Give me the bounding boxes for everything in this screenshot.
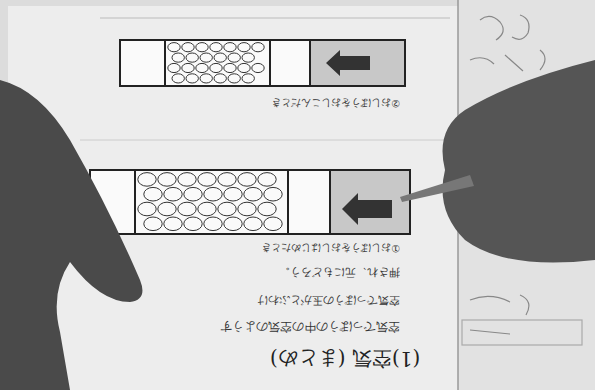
air-particle	[228, 74, 240, 83]
push-rod	[330, 170, 410, 234]
air-particle	[200, 74, 212, 83]
syringe-tube	[120, 40, 405, 86]
air-particle	[238, 202, 256, 216]
air-particle	[218, 202, 236, 216]
air-particle	[168, 43, 180, 52]
push-rod	[310, 40, 405, 86]
air-particle	[258, 202, 276, 216]
handwritten-note: (1)空気 (まとめ)	[270, 348, 420, 370]
air-particle	[264, 187, 282, 201]
air-particle	[186, 74, 198, 83]
air-particle	[196, 63, 208, 72]
caption-text: 空気でっぽうの玉がとぶわけ	[257, 294, 400, 306]
caption-text: ①おしぼうをおしはじめたとき	[261, 243, 400, 254]
air-particle	[168, 63, 180, 72]
air-particle	[172, 74, 184, 83]
air-particle	[138, 173, 156, 187]
stopper	[134, 170, 136, 234]
air-particle	[264, 217, 282, 231]
syringe-tube	[90, 170, 410, 234]
air-particle	[198, 173, 216, 187]
air-particle	[204, 217, 222, 231]
caption-text: ②おしぼうをおしこんだとき	[271, 98, 400, 109]
ruled-line	[80, 140, 450, 141]
air-particles	[138, 173, 282, 231]
air-particle	[178, 173, 196, 187]
air-particle	[224, 43, 236, 52]
air-particle	[138, 202, 156, 216]
air-particle	[258, 173, 276, 187]
air-particle	[244, 187, 262, 201]
stopper	[164, 40, 166, 86]
air-particle	[218, 173, 236, 187]
air-particle	[214, 74, 226, 83]
left-hand	[0, 80, 142, 390]
pencil	[400, 175, 474, 202]
air-particle	[210, 43, 222, 52]
air-particle	[228, 53, 240, 62]
right-hand	[443, 60, 595, 263]
air-particle	[252, 43, 264, 52]
air-particle	[184, 217, 202, 231]
air-particle	[242, 74, 254, 83]
plunger	[287, 170, 289, 234]
caption-text: 空気でっぽうの中の空気のようす	[220, 320, 400, 333]
air-particle	[164, 217, 182, 231]
ruled-line	[100, 18, 450, 19]
air-particle	[238, 43, 250, 52]
air-particle	[224, 187, 242, 201]
air-particle	[224, 63, 236, 72]
air-particle	[182, 43, 194, 52]
air-particle	[224, 217, 242, 231]
air-particle	[164, 187, 182, 201]
air-particle	[200, 53, 212, 62]
air-particle	[184, 187, 202, 201]
air-particle	[144, 187, 162, 201]
air-particle	[172, 53, 184, 62]
air-particle	[158, 173, 176, 187]
air-particle	[158, 202, 176, 216]
air-particle	[210, 63, 222, 72]
air-particle	[186, 53, 198, 62]
plunger	[269, 40, 271, 86]
air-particle	[196, 43, 208, 52]
push-arrow	[326, 50, 370, 76]
air-particle	[182, 63, 194, 72]
air-particle	[144, 217, 162, 231]
caption-text: 押され、元にもどろう。	[279, 266, 400, 278]
air-particle	[238, 63, 250, 72]
air-particle	[204, 187, 222, 201]
air-particle	[244, 217, 262, 231]
push-arrow	[342, 193, 392, 225]
air-particle	[238, 173, 256, 187]
air-particle	[252, 63, 264, 72]
air-particle	[178, 202, 196, 216]
air-particle	[214, 53, 226, 62]
air-particle	[242, 53, 254, 62]
air-particles	[168, 43, 264, 83]
air-particle	[198, 202, 216, 216]
